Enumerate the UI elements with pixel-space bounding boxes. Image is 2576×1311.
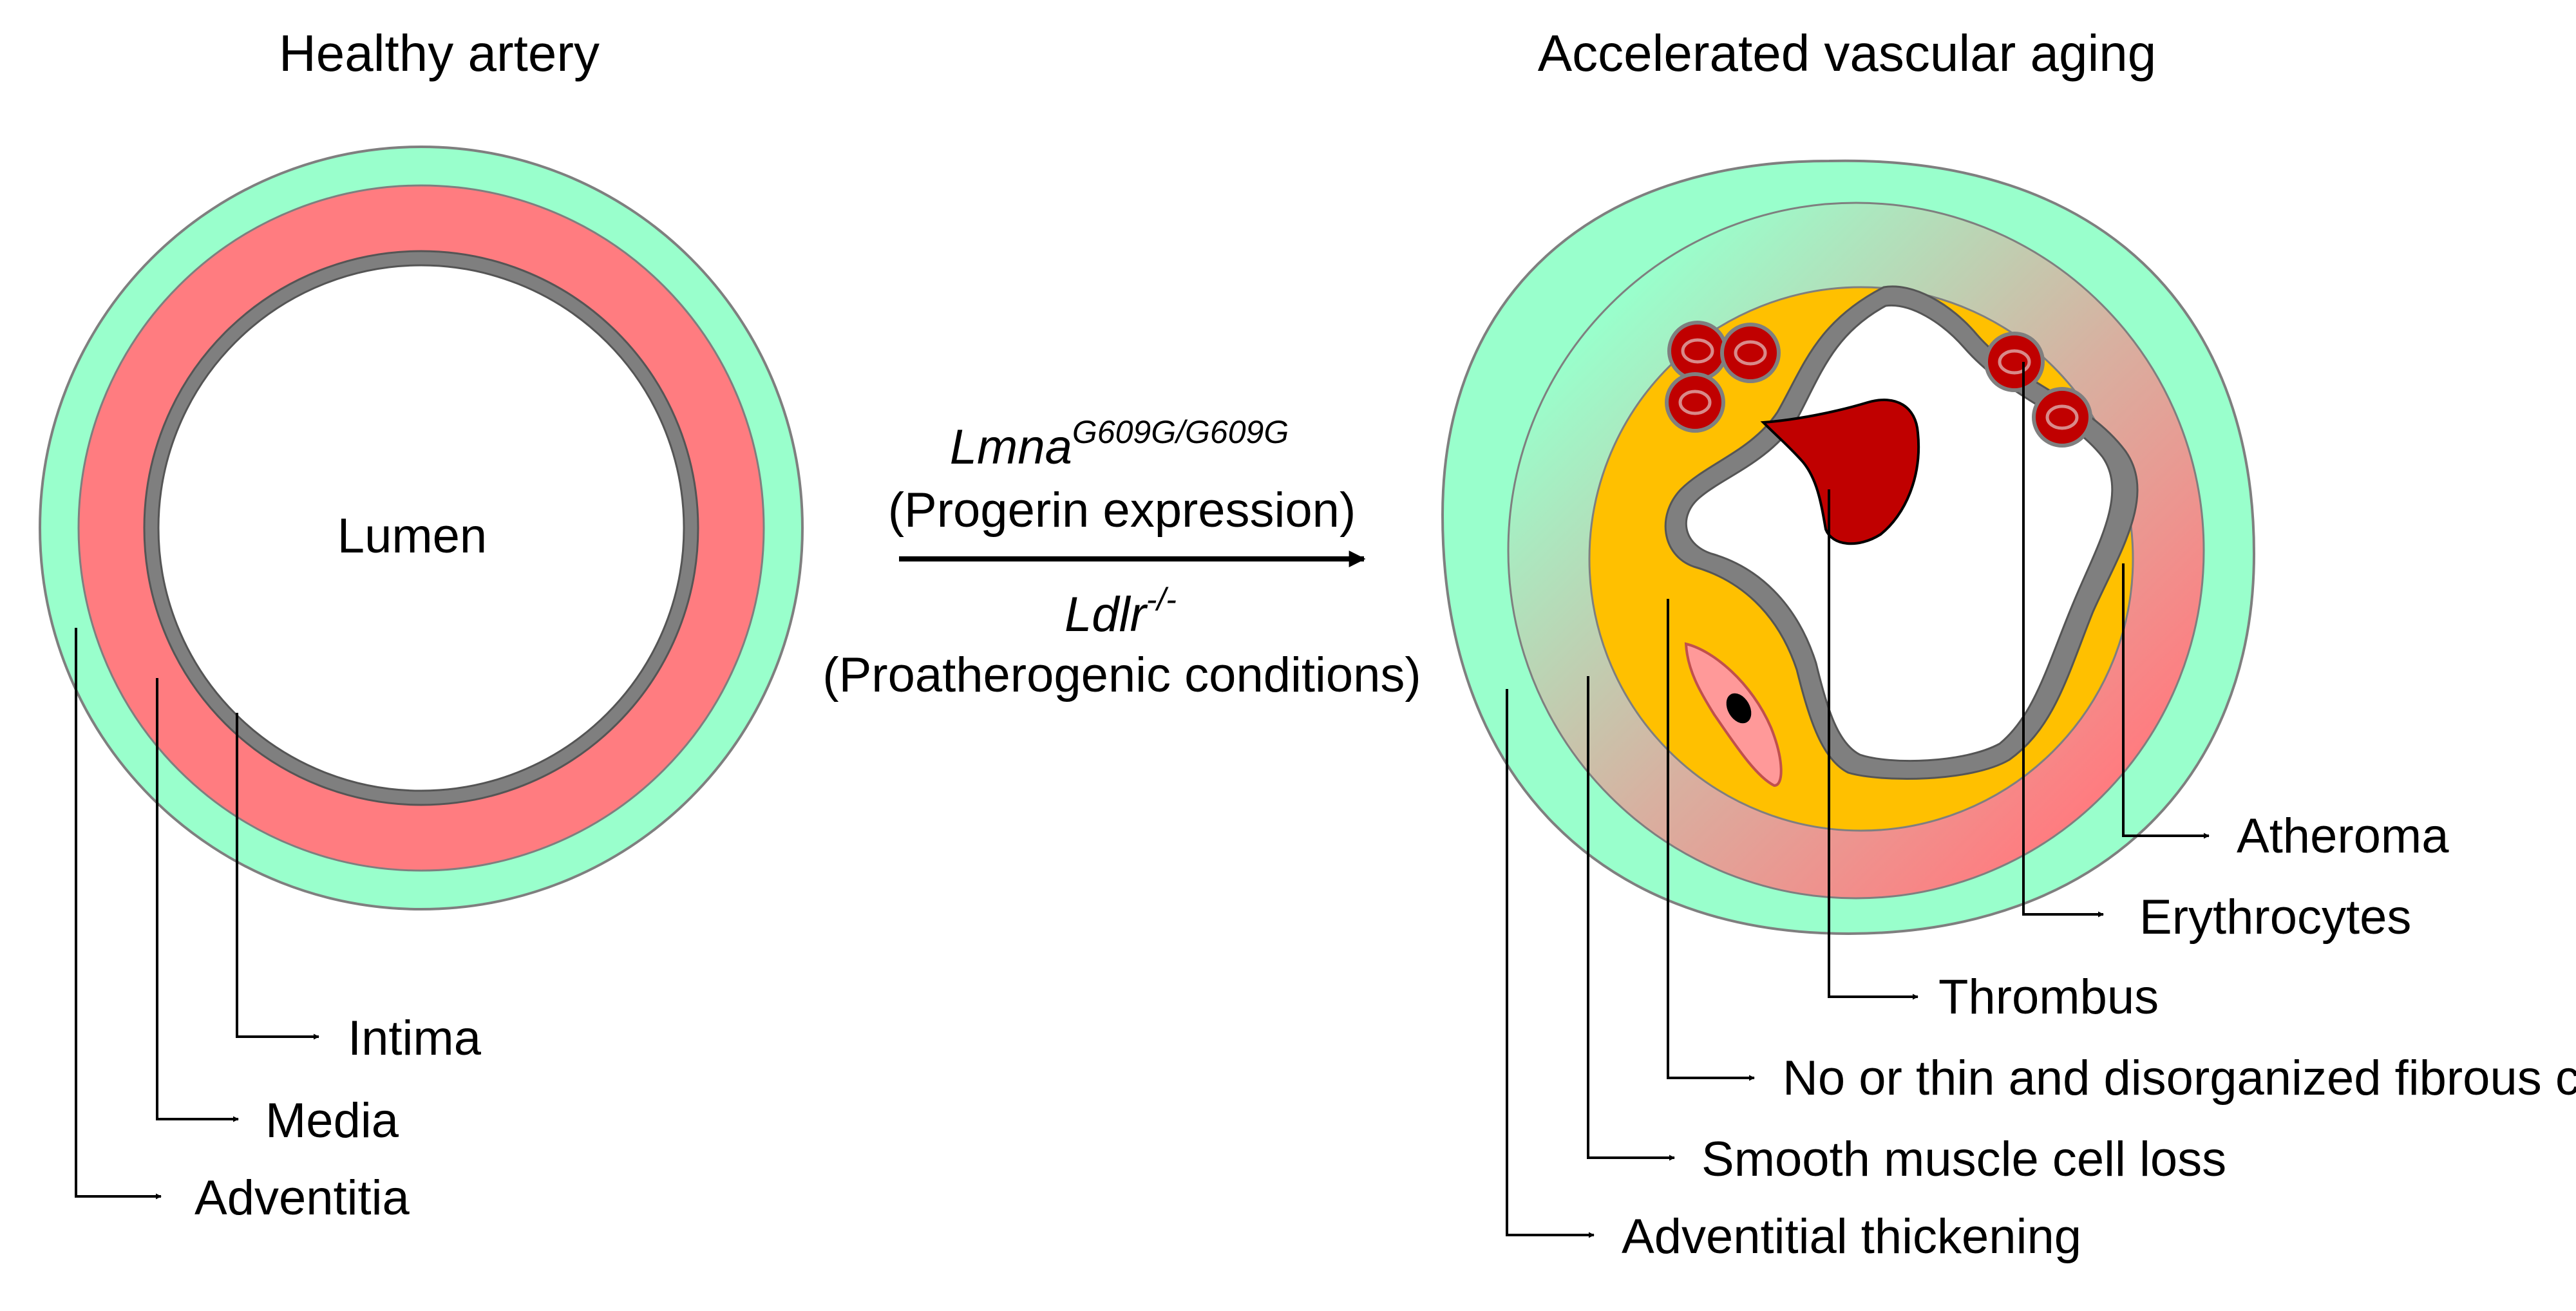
aged-artery-cross-section	[1441, 159, 2256, 936]
smc-loss-label: Smooth muscle cell loss	[1701, 1132, 2226, 1187]
media-callout-line	[156, 678, 239, 1122]
healthy-artery-cross-section	[39, 146, 804, 910]
smc-loss-callout-line	[1587, 676, 1675, 1161]
intima-callout-line	[236, 713, 319, 1040]
healthy-lumen	[157, 264, 685, 792]
thrombus-callout-line	[1828, 489, 1918, 1000]
media-label: Media	[265, 1093, 399, 1148]
cell-nucleus	[1726, 693, 1752, 724]
erythrocyte	[1984, 332, 2045, 392]
genotype-description: (Progerin expression)	[888, 483, 1356, 538]
atheroma-callout-line	[2122, 563, 2210, 839]
thrombus-shape	[1760, 399, 1920, 545]
condition-description: (Proatherogenic conditions)	[822, 648, 1421, 703]
adventitial-thickening-label: Adventitial thickening	[1622, 1209, 2081, 1264]
erythrocyte-cells	[1665, 321, 2092, 448]
genotype-main: Lmna	[950, 420, 1072, 475]
intima-label: Intima	[348, 1011, 482, 1066]
atheroma-label: Atheroma	[2237, 809, 2449, 863]
genotype-label: LmnaG609G/G609G	[950, 414, 1289, 475]
adventitial-callout-line	[1506, 689, 1595, 1238]
genotype-superscript: G609G/G609G	[1072, 414, 1289, 450]
lumen-label: Lumen	[337, 509, 487, 563]
erythrocytes-label: Erythrocytes	[2139, 890, 2411, 945]
transition-block: LmnaG609G/G609G (Progerin expression) Ld…	[822, 414, 1421, 703]
healthy-artery-title: Healthy artery	[279, 24, 600, 82]
smooth-muscle-cell	[1684, 642, 1783, 788]
condition-superscript: -/-	[1146, 581, 1177, 618]
erythrocyte	[1667, 321, 1728, 381]
erythrocyte	[1720, 323, 1781, 383]
healthy-callouts	[75, 628, 319, 1200]
adventitia-label: Adventitia	[194, 1171, 410, 1225]
thrombus-label: Thrombus	[1938, 970, 2159, 1024]
aging-artery-title: Accelerated vascular aging	[1538, 24, 2157, 82]
condition-main: Ldlr	[1065, 587, 1148, 642]
erythrocyte	[2032, 387, 2092, 448]
erythrocytes-callout-line	[2022, 362, 2104, 918]
fibrous-cap-callout-line	[1667, 599, 1755, 1081]
condition-label: Ldlr-/-	[1065, 581, 1177, 642]
fibrous-cap-label: No or thin and disorganized fibrous cap	[1783, 1051, 2576, 1106]
erythrocyte	[1665, 372, 1725, 433]
adventitia-callout-line	[75, 628, 162, 1200]
aging-callouts	[1506, 362, 2210, 1238]
